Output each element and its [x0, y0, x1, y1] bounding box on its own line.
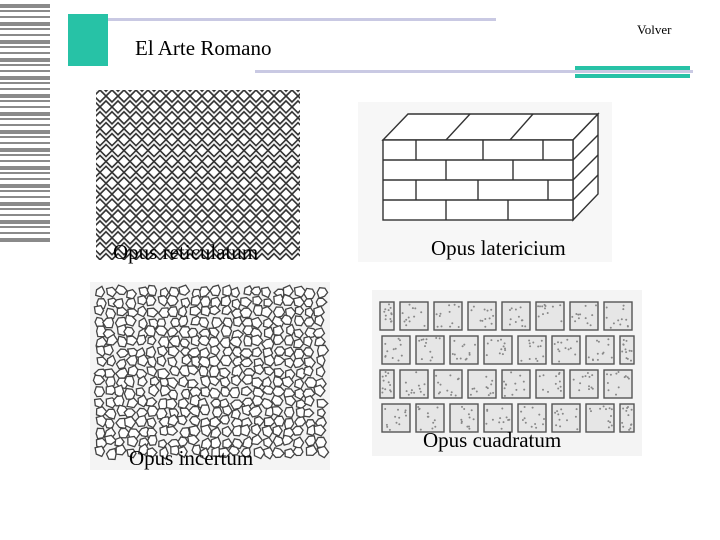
stripe: [0, 238, 50, 242]
opus-reticulatum-image: [96, 90, 300, 260]
back-link[interactable]: Volver: [637, 22, 672, 37]
stripe: [0, 64, 50, 66]
stripe: [0, 112, 50, 116]
stripe: [0, 82, 50, 84]
teal-accent-block: [68, 14, 108, 66]
stripe: [0, 178, 50, 180]
stripe: [0, 34, 50, 36]
stripe: [0, 16, 50, 18]
stripe: [0, 58, 50, 62]
stripe: [0, 172, 50, 174]
stripe: [0, 142, 50, 144]
teal-accent-bar: [575, 66, 690, 70]
stripe: [0, 184, 50, 188]
stripe: [0, 118, 50, 120]
caption-opus-incertum: Opus incertum: [129, 446, 254, 470]
header-bottom-line: [255, 70, 693, 73]
stripe: [0, 232, 50, 234]
opus-incertum-image: [90, 282, 330, 470]
stripe: [0, 100, 50, 102]
stripe: [0, 10, 50, 12]
stripe: [0, 220, 50, 224]
stripe: [0, 130, 50, 134]
stripe: [0, 124, 50, 126]
stripe: [0, 88, 50, 90]
page-title: El Arte Romano: [135, 36, 272, 60]
caption-opus-latericium: Opus latericium: [431, 236, 566, 260]
header-top-line: [108, 18, 496, 21]
stripe: [0, 28, 50, 30]
caption-opus-reticulatum: Opus reticulatum: [113, 240, 259, 264]
stripe: [0, 4, 50, 8]
stripe: [0, 70, 50, 72]
stripe: [0, 22, 50, 26]
stripe: [0, 154, 50, 156]
teal-accent-bar-lower: [575, 74, 690, 78]
stripe: [0, 166, 50, 170]
stripe: [0, 76, 50, 80]
opus-latericium-image: [358, 102, 612, 262]
stripe: [0, 160, 50, 162]
stripe: [0, 94, 50, 98]
stripe: [0, 106, 50, 108]
caption-opus-cuadratum: Opus cuadratum: [423, 428, 562, 452]
stripe: [0, 226, 50, 228]
stripe: [0, 196, 50, 198]
stripe: [0, 214, 50, 216]
stripe: [0, 52, 50, 54]
left-stripe-decoration: [0, 0, 50, 248]
stripe: [0, 190, 50, 192]
stripe: [0, 136, 50, 138]
stripe: [0, 208, 50, 210]
opus-cuadratum-image: [372, 290, 642, 456]
stripe: [0, 148, 50, 152]
stripe: [0, 202, 50, 206]
stripe: [0, 46, 50, 48]
stripe: [0, 40, 50, 44]
